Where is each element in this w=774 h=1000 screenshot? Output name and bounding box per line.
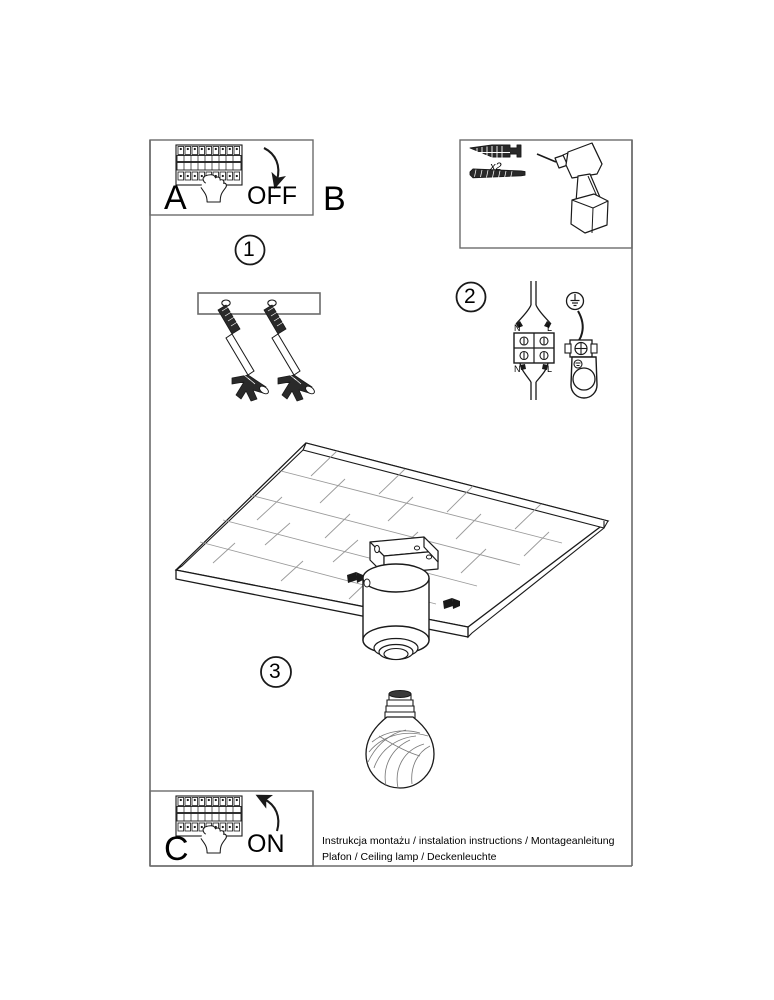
terminal-label-n-bottom: N bbox=[514, 364, 521, 374]
plate-screw-right bbox=[263, 304, 315, 402]
power-on-label: ON bbox=[247, 830, 285, 858]
panel-hardware bbox=[459, 139, 633, 249]
footer-instructions-line: Instrukcja montażu / instalation instruc… bbox=[322, 835, 615, 847]
lamp-body bbox=[362, 563, 430, 661]
earth-ground-symbol bbox=[565, 291, 585, 311]
lamp-set-screw-right bbox=[443, 598, 460, 609]
panel-letter-c: C bbox=[164, 830, 189, 868]
terminal-label-l-top: L bbox=[547, 323, 553, 333]
light-bulb bbox=[365, 690, 435, 789]
step-number-3: 3 bbox=[269, 660, 281, 683]
lamp-set-screw-left bbox=[347, 572, 371, 588]
hardware-quantity-label: x2 bbox=[490, 161, 502, 173]
cordless-drill-icon bbox=[536, 142, 609, 234]
power-off-label: OFF bbox=[247, 182, 297, 210]
screw-icon bbox=[469, 168, 526, 179]
step-number-1: 1 bbox=[243, 238, 255, 261]
panel-power-on bbox=[149, 790, 314, 867]
step-2-illustration bbox=[455, 281, 598, 400]
terminal-block bbox=[513, 332, 555, 364]
terminal-label-l-bottom: L bbox=[547, 364, 553, 374]
ground-housing bbox=[570, 356, 598, 399]
panel-letter-a: A bbox=[164, 179, 187, 217]
panel-letter-b: B bbox=[323, 180, 346, 218]
panel-power-off bbox=[149, 139, 314, 216]
step-number-2: 2 bbox=[464, 285, 476, 308]
step-3-illustration bbox=[174, 442, 610, 789]
lamp-mounting-bracket bbox=[369, 536, 439, 575]
plate-screw-left bbox=[217, 304, 269, 402]
wall-plug-icon bbox=[469, 144, 522, 158]
footer-product-line: Plafon / Ceiling lamp / Deckenleuchte bbox=[322, 851, 497, 863]
ground-terminal bbox=[564, 339, 598, 358]
terminal-label-n-top: N bbox=[514, 323, 521, 333]
step-1-illustration bbox=[197, 234, 321, 402]
